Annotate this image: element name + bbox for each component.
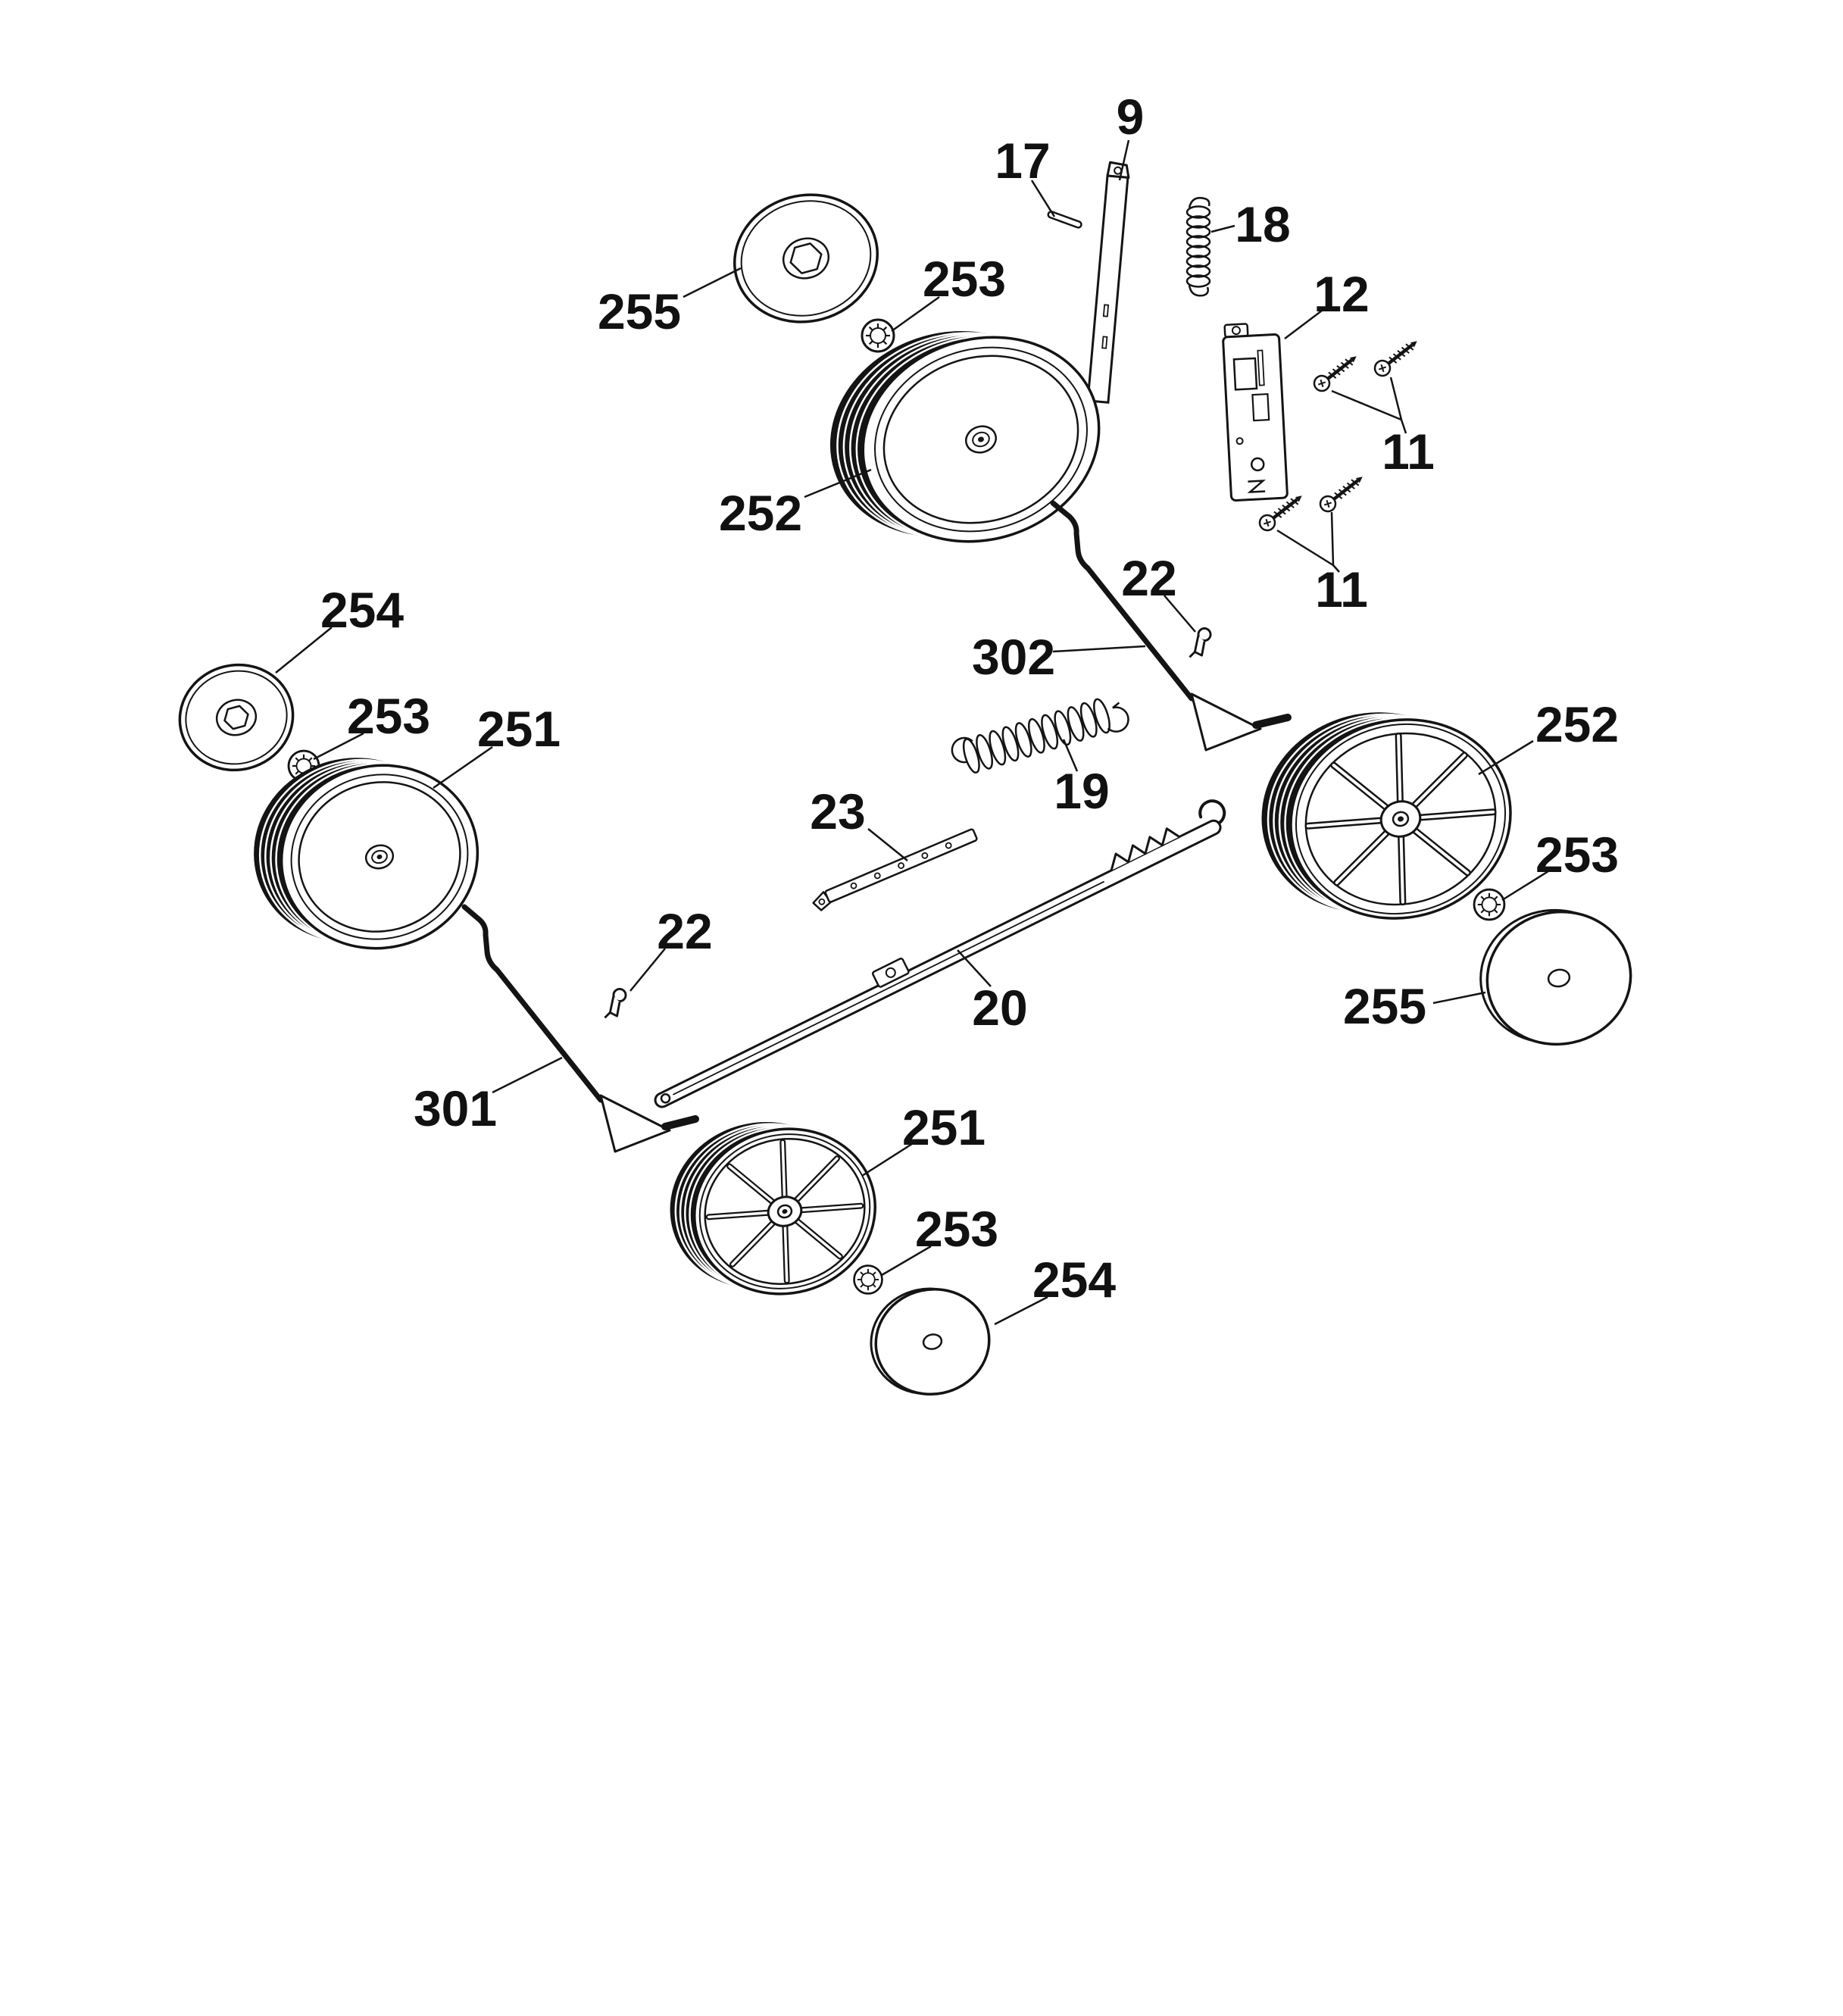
part-label-22-left: 22 [657, 903, 712, 959]
part-label-251-left: 251 [477, 701, 561, 757]
part-label-255-right: 255 [1343, 978, 1426, 1034]
pin-17 [1047, 211, 1082, 229]
part-label-253-bottom: 253 [915, 1201, 998, 1257]
axle-rod-302 [1050, 500, 1292, 752]
leader-lines [275, 139, 1549, 1326]
part-label-252-top: 252 [719, 485, 802, 541]
washer-253-top [861, 318, 895, 353]
part-label-252-right: 252 [1535, 696, 1619, 752]
wheel-252-top [829, 331, 1101, 543]
part-label-12: 12 [1314, 266, 1369, 322]
part-label-18: 18 [1235, 196, 1290, 252]
hubcap-255-right [1479, 908, 1632, 1046]
part-label-22-right: 22 [1121, 550, 1176, 606]
axle-rod-301 [461, 904, 699, 1153]
bracket-bar-9 [1086, 161, 1130, 404]
part-label-302: 302 [972, 629, 1055, 685]
washer-253-right [1473, 888, 1506, 921]
part-label-23: 23 [810, 783, 865, 839]
hubcap-254-left [178, 663, 295, 772]
part-label-253-top: 253 [923, 251, 1006, 307]
part-label-301: 301 [414, 1080, 497, 1136]
part-label-253-right: 253 [1535, 827, 1619, 883]
wheel-252-right [1261, 712, 1512, 920]
strip-23 [812, 828, 978, 911]
part-label-251-bottom: 251 [902, 1099, 986, 1155]
part-label-19: 19 [1054, 763, 1109, 819]
bracket-plate-12 [1222, 323, 1289, 502]
part-label-254-left: 254 [320, 582, 404, 638]
part-label-253-left: 253 [347, 688, 430, 744]
part-label-11-upper: 11 [1382, 424, 1435, 480]
part-label-11-lower: 11 [1315, 561, 1368, 617]
hubcap-254-bottom [870, 1287, 991, 1396]
part-label-255-top-left: 255 [598, 283, 681, 339]
adjuster-bar-20 [654, 799, 1226, 1108]
part-label-254-bottom: 254 [1032, 1252, 1116, 1308]
part-labels: 9 17 18 255 253 12 11 252 22 302 11 254 … [320, 89, 1619, 1308]
spring-19 [951, 698, 1129, 774]
spring-18 [1185, 197, 1211, 297]
hubcap-255-top-left [733, 193, 879, 323]
part-label-17: 17 [995, 133, 1050, 189]
part-label-20: 20 [972, 980, 1027, 1036]
part-label-9: 9 [1117, 89, 1145, 145]
wheel-251-left [254, 758, 479, 950]
wheel-251-bottom [670, 1121, 876, 1296]
washer-253-bottom [853, 1264, 883, 1295]
